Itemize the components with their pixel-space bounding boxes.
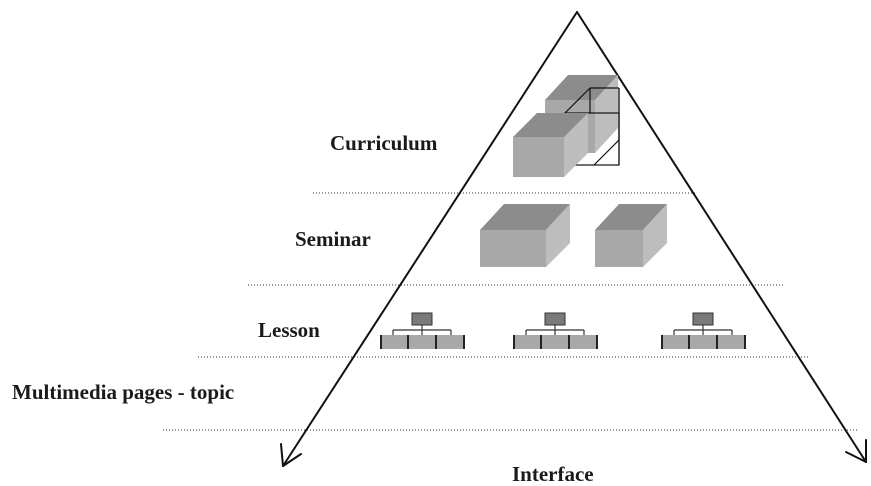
hierarchy-icon — [661, 312, 746, 350]
level-label-lesson: Lesson — [258, 318, 320, 342]
seminar-cube-icon — [595, 204, 667, 267]
hierarchy-icon — [380, 312, 465, 350]
level-label-curriculum: Curriculum — [330, 131, 438, 155]
seminar-cube-icon — [480, 204, 570, 267]
pyramid-outline — [282, 11, 867, 467]
stacked-cubes-icon — [513, 75, 620, 177]
hierarchy-icon — [513, 312, 598, 350]
right-arrowhead-icon — [845, 439, 867, 463]
level-label-multimedia: Multimedia pages - topic — [12, 380, 235, 404]
interface-label: Interface — [512, 462, 594, 486]
level-label-seminar: Seminar — [295, 227, 371, 251]
left-arrowhead-icon — [280, 443, 302, 467]
